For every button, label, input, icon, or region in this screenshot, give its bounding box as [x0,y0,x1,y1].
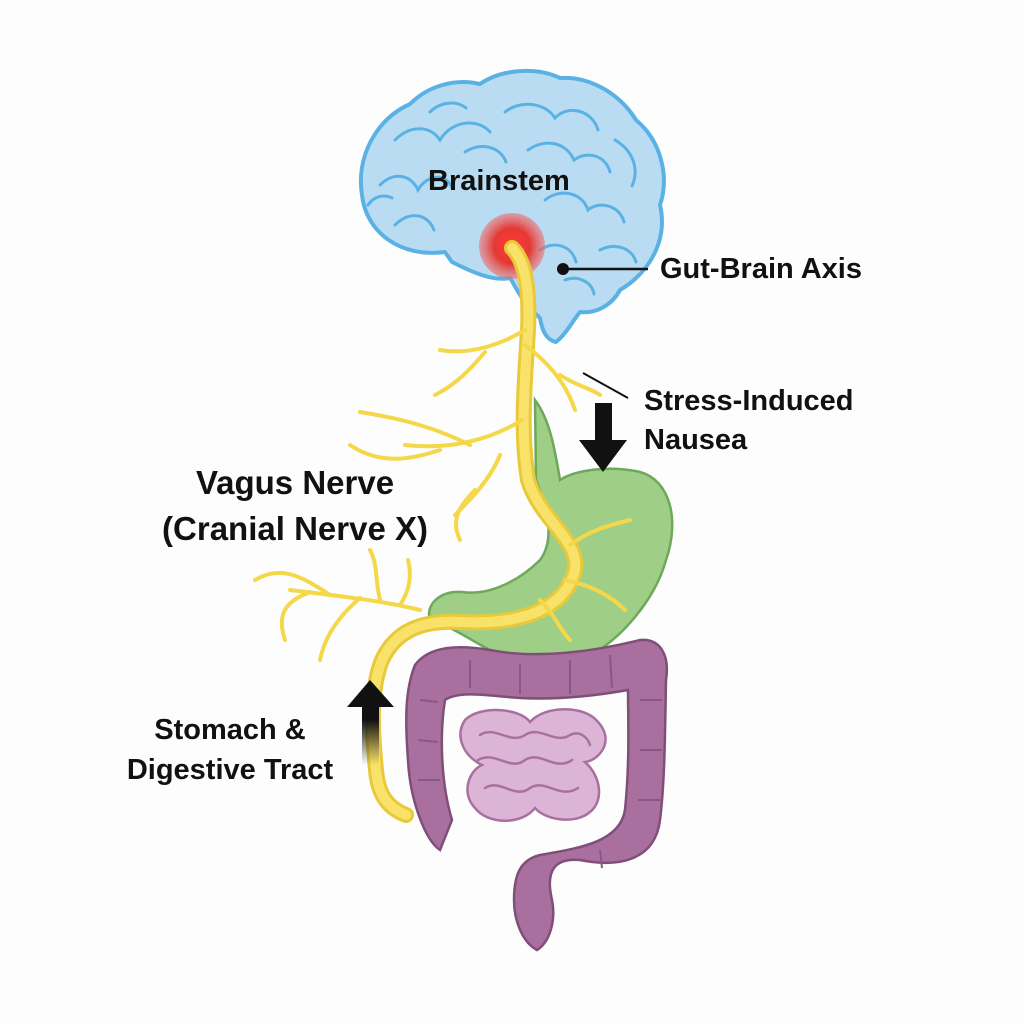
stress-induced-label-line1: Stress-Induced [644,385,854,417]
nerve-branches [253,328,632,662]
small-intestine-loops [476,730,592,793]
cranial-nerve-label: (Cranial Nerve X) [162,510,428,547]
stomach-label-line1: Stomach & [154,714,306,746]
intestine-haustra [417,654,662,869]
large-intestine [405,638,669,952]
stress-induced-label-line2: Nausea [644,424,748,456]
brainstem-label: Brainstem [428,165,570,197]
down-arrow-icon [579,403,627,472]
brain [358,68,666,344]
gut-brain-axis-label: Gut-Brain Axis [660,253,862,285]
small-intestine [459,708,607,822]
brain-folds [366,101,638,296]
brain-outline [358,68,666,344]
gut-brain-axis-pointer [557,263,648,275]
vagus-nerve-label: Vagus Nerve [195,464,395,501]
stomach-label-line2: Digestive Tract [126,754,334,786]
stress-pointer-line [582,372,629,399]
up-arrow-icon [347,680,394,765]
